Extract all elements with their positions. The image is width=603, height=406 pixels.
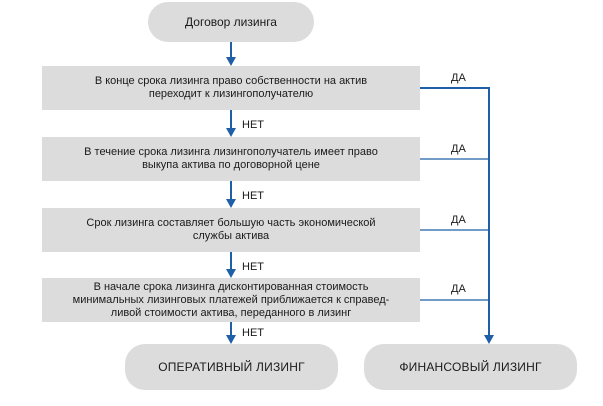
criterion-box-1: В конце срока лизинга право собственност… <box>42 66 420 110</box>
no-label-4: НЕТ <box>242 327 264 339</box>
criterion-text-3: Срок лизинга составляет большую часть эк… <box>86 217 376 242</box>
outcome-operating-label: ОПЕРАТИВНЫЙ ЛИЗИНГ <box>158 360 305 374</box>
outcome-financial-label: ФИНАНСОВЫЙ ЛИЗИНГ <box>399 360 542 374</box>
arrowhead <box>484 335 494 344</box>
outcome-operating-leasing: ОПЕРАТИВНЫЙ ЛИЗИНГ <box>125 344 338 390</box>
start-node-label: Договор лизинга <box>185 15 277 29</box>
yes-label-2: ДА <box>451 143 466 155</box>
start-node-leasing-contract: Договор лизинга <box>148 2 314 42</box>
arrowhead <box>226 199 236 208</box>
outcome-financial-leasing: ФИНАНСОВЫЙ ЛИЗИНГ <box>364 344 577 390</box>
arrowhead <box>226 128 236 137</box>
criterion-text-4: В начале срока лизинга дисконтированная … <box>72 280 390 319</box>
no-label-1: НЕТ <box>242 119 264 131</box>
criterion-box-4: В начале срока лизинга дисконтированная … <box>42 278 420 322</box>
arrowhead <box>226 335 236 344</box>
yes-label-4: ДА <box>451 283 466 295</box>
criterion-text-2: В течение срока лизинга лизингополучател… <box>84 146 378 171</box>
criterion-box-2: В течение срока лизинга лизингополучател… <box>42 137 420 181</box>
criterion-box-3: Срок лизинга составляет большую часть эк… <box>42 208 420 252</box>
no-label-2: НЕТ <box>242 190 264 202</box>
criterion-text-1: В конце срока лизинга право собственност… <box>94 75 368 100</box>
arrowhead <box>226 269 236 278</box>
arrowhead <box>226 57 236 66</box>
yes-label-3: ДА <box>451 214 466 226</box>
no-label-3: НЕТ <box>242 261 264 273</box>
yes-label-1: ДА <box>451 72 466 84</box>
